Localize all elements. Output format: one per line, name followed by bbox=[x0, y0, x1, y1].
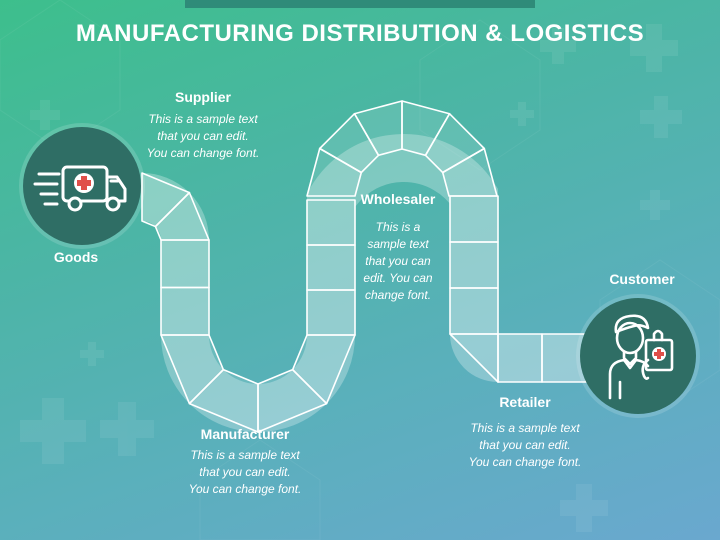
medical-cross-icon bbox=[654, 349, 664, 359]
path-segments bbox=[141, 100, 587, 433]
path-segment bbox=[441, 147, 498, 197]
medical-cross-icon bbox=[20, 398, 86, 464]
path-segment bbox=[306, 199, 356, 246]
path-segment bbox=[449, 287, 499, 335]
retailer-description: This is a sample text that you can edit.… bbox=[468, 421, 582, 469]
medical-cross-icon bbox=[80, 342, 104, 366]
medical-cross-icon bbox=[540, 28, 576, 64]
manufacturer-label: Manufacturer bbox=[200, 426, 290, 442]
path-segment bbox=[160, 286, 210, 336]
path-segment bbox=[449, 195, 499, 243]
medical-cross-icon bbox=[640, 190, 670, 220]
goods-label: Goods bbox=[53, 249, 99, 265]
path-segment bbox=[449, 241, 499, 289]
customer-circle bbox=[580, 298, 696, 414]
wholesaler-label: Wholesaler bbox=[360, 191, 436, 207]
wholesaler-description: This is a sample text that you can edit.… bbox=[363, 220, 433, 302]
supplier-description: This is a sample text that you can edit.… bbox=[146, 112, 260, 160]
customer-label: Customer bbox=[609, 271, 675, 287]
title-tab bbox=[185, 0, 535, 8]
medical-cross-icon bbox=[100, 402, 154, 456]
path-segment bbox=[160, 239, 210, 289]
medical-cross-icon bbox=[510, 102, 534, 126]
shopper-with-bag-icon bbox=[608, 314, 674, 400]
medical-cross-icon bbox=[640, 96, 682, 138]
medical-cross-icon bbox=[30, 100, 60, 130]
page-title: MANUFACTURING DISTRIBUTION & LOGISTICS bbox=[75, 20, 645, 47]
manufacturer-description: This is a sample text that you can edit.… bbox=[188, 448, 302, 496]
supplier-label: Supplier bbox=[174, 89, 231, 105]
path-segment bbox=[497, 333, 543, 383]
medical-cross-icon bbox=[630, 24, 678, 72]
medical-cross-icon bbox=[77, 176, 91, 190]
delivery-truck-icon bbox=[33, 165, 127, 212]
medical-cross-icon bbox=[560, 484, 608, 532]
retailer-label: Retailer bbox=[499, 394, 551, 410]
goods-circle bbox=[23, 127, 141, 245]
